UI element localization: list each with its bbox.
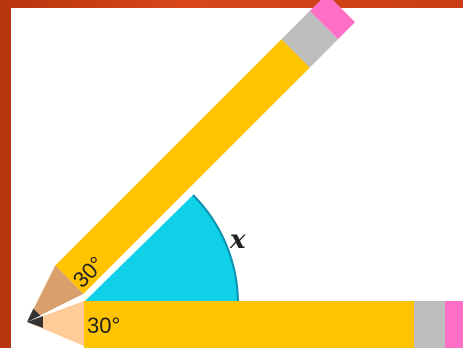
tilted-pencil-body [55, 39, 310, 294]
tilted-pencil-eraser [309, 0, 356, 40]
angle-x-label: x [229, 225, 246, 255]
bottom-pencil [27, 301, 463, 348]
tilted-pencil-lead [27, 308, 41, 322]
bottom-pencil-angle-label: 30° [87, 313, 120, 338]
bottom-pencil-ferrule [414, 301, 445, 348]
bottom-pencil-wood [27, 301, 84, 346]
angle-x-wedge [84, 195, 238, 302]
bottom-pencil-body [84, 301, 414, 348]
bottom-pencil-lead [27, 316, 43, 328]
bottom-pencil-eraser [445, 301, 463, 348]
angle-x-arc [192, 194, 239, 303]
